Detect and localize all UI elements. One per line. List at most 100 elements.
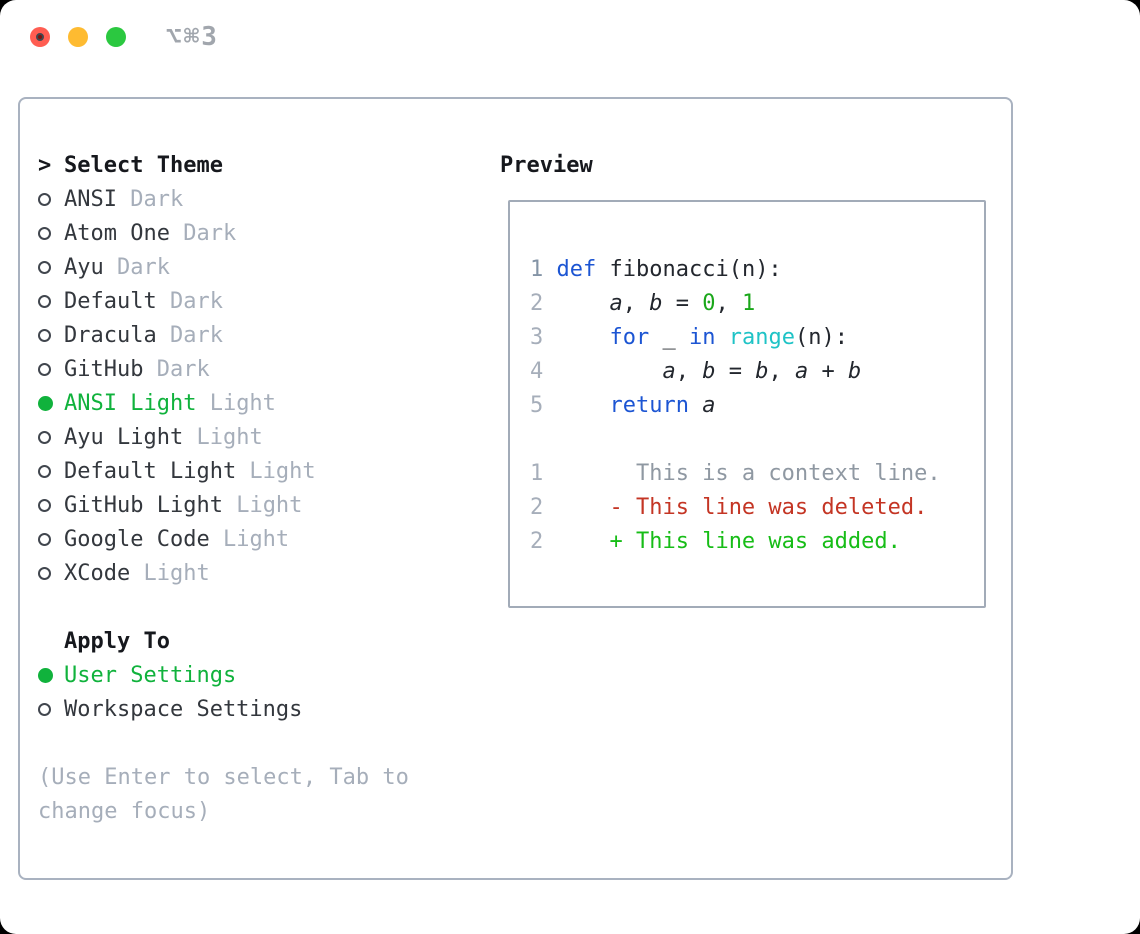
help-text-line-2: change focus)	[38, 798, 211, 824]
code-token: return	[609, 392, 689, 418]
apply-to-option[interactable]: User Settings	[38, 658, 409, 692]
option-variant-label: Dark	[169, 220, 237, 246]
radio-selected-icon	[38, 667, 64, 683]
option-label: Dracula	[64, 322, 157, 348]
radio-unselected-icon	[38, 702, 64, 716]
radio-dot	[38, 464, 51, 478]
code-line: 1 This is a context line.	[530, 456, 984, 490]
prompt-icon: >	[38, 152, 52, 178]
radio-unselected-icon	[38, 464, 64, 478]
option-variant-label: Light	[236, 458, 316, 484]
close-button-dot	[36, 33, 44, 41]
radio-unselected-icon	[38, 328, 64, 342]
theme-option[interactable]: Atom One Dark	[38, 216, 409, 250]
zoom-button[interactable]	[106, 27, 126, 47]
apply-to-option[interactable]: Workspace Settings	[38, 692, 409, 726]
radio-dot	[38, 532, 51, 546]
select-theme-header: > Select Theme	[38, 148, 409, 182]
code-token: 1	[530, 256, 544, 282]
option-label: Ayu	[64, 254, 104, 280]
code-token: _	[649, 324, 689, 350]
radio-unselected-icon	[38, 260, 64, 274]
radio-unselected-icon	[38, 566, 64, 580]
radio-unselected-icon	[38, 430, 64, 444]
close-button[interactable]	[30, 27, 50, 47]
theme-option[interactable]: Default Dark	[38, 284, 409, 318]
code-token	[689, 393, 702, 418]
code-token: b	[755, 358, 769, 384]
theme-option[interactable]: ANSI Light Light	[38, 386, 409, 420]
spacer	[38, 726, 409, 760]
code-token	[543, 325, 609, 350]
code-token	[543, 359, 662, 384]
apply-to-header: Apply To	[38, 624, 409, 658]
radio-dot	[38, 498, 51, 512]
option-label: ANSI Light	[64, 390, 197, 416]
select-theme-label: Select Theme	[64, 152, 223, 178]
code-token: b	[649, 290, 663, 316]
code-token: ,	[715, 290, 742, 316]
code-token: 2	[530, 290, 544, 316]
minimize-button[interactable]	[68, 27, 88, 47]
code-token: a	[609, 290, 623, 316]
code-token	[543, 495, 609, 520]
radio-selected-icon	[38, 395, 64, 411]
radio-unselected-icon	[38, 362, 64, 376]
theme-option[interactable]: Google Code Light	[38, 522, 409, 556]
code-token: a	[794, 358, 809, 384]
code-line: 1 def fibonacci(n):	[530, 252, 984, 286]
code-token	[543, 257, 556, 282]
code-token: ,	[768, 358, 795, 384]
radio-dot	[38, 260, 51, 274]
option-variant-label: Dark	[143, 356, 210, 382]
window-title: ⌥⌘3	[166, 22, 219, 52]
theme-option[interactable]: GitHub Dark	[38, 352, 409, 386]
radio-dot	[38, 430, 51, 444]
theme-option[interactable]: Ayu Dark	[38, 250, 409, 284]
theme-option[interactable]: XCode Light	[38, 556, 409, 590]
code-token: ,	[622, 290, 650, 316]
option-label: Default	[64, 288, 157, 314]
radio-unselected-icon	[38, 532, 64, 546]
code-token: range	[728, 324, 795, 350]
preview-label: Preview	[500, 152, 593, 178]
radio-dot	[38, 566, 51, 580]
radio-dot	[38, 226, 51, 240]
option-label: XCode	[64, 560, 131, 586]
code-token: def	[556, 256, 597, 282]
option-variant-label: Dark	[156, 322, 223, 348]
code-line: 5 return a	[530, 388, 984, 422]
code-token: 1	[530, 460, 544, 486]
option-label: Workspace Settings	[64, 696, 303, 722]
code-token: b	[847, 358, 862, 384]
code-token: This is a context line.	[543, 460, 941, 486]
code-line: 3 for _ in range(n):	[530, 320, 984, 354]
radio-unselected-icon	[38, 226, 64, 240]
code-line: 2 + This line was added.	[530, 524, 984, 558]
code-line: 4 a, b = b, a + b	[530, 354, 984, 388]
radio-unselected-icon	[38, 192, 64, 206]
theme-option[interactable]: Default Light Light	[38, 454, 409, 488]
code-token: + This line was added.	[609, 528, 901, 554]
theme-option[interactable]: Ayu Light Light	[38, 420, 409, 454]
radio-unselected-icon	[38, 294, 64, 308]
code-token	[543, 291, 609, 316]
code-token	[543, 529, 609, 554]
code-token: 5	[530, 392, 544, 418]
radio-dot	[38, 294, 51, 308]
theme-option[interactable]: Dracula Dark	[38, 318, 409, 352]
apply-to-label: Apply To	[64, 628, 170, 654]
theme-option[interactable]: GitHub Light Light	[38, 488, 409, 522]
code-token: b	[702, 358, 716, 384]
option-label: GitHub Light	[64, 492, 223, 518]
code-token: a	[662, 358, 676, 384]
theme-option[interactable]: ANSI Dark	[38, 182, 409, 216]
radio-dot	[38, 702, 51, 716]
code-token: 1	[741, 290, 756, 316]
code-token: 2	[530, 494, 544, 520]
option-label: User Settings	[64, 662, 237, 688]
code-token	[543, 393, 609, 418]
